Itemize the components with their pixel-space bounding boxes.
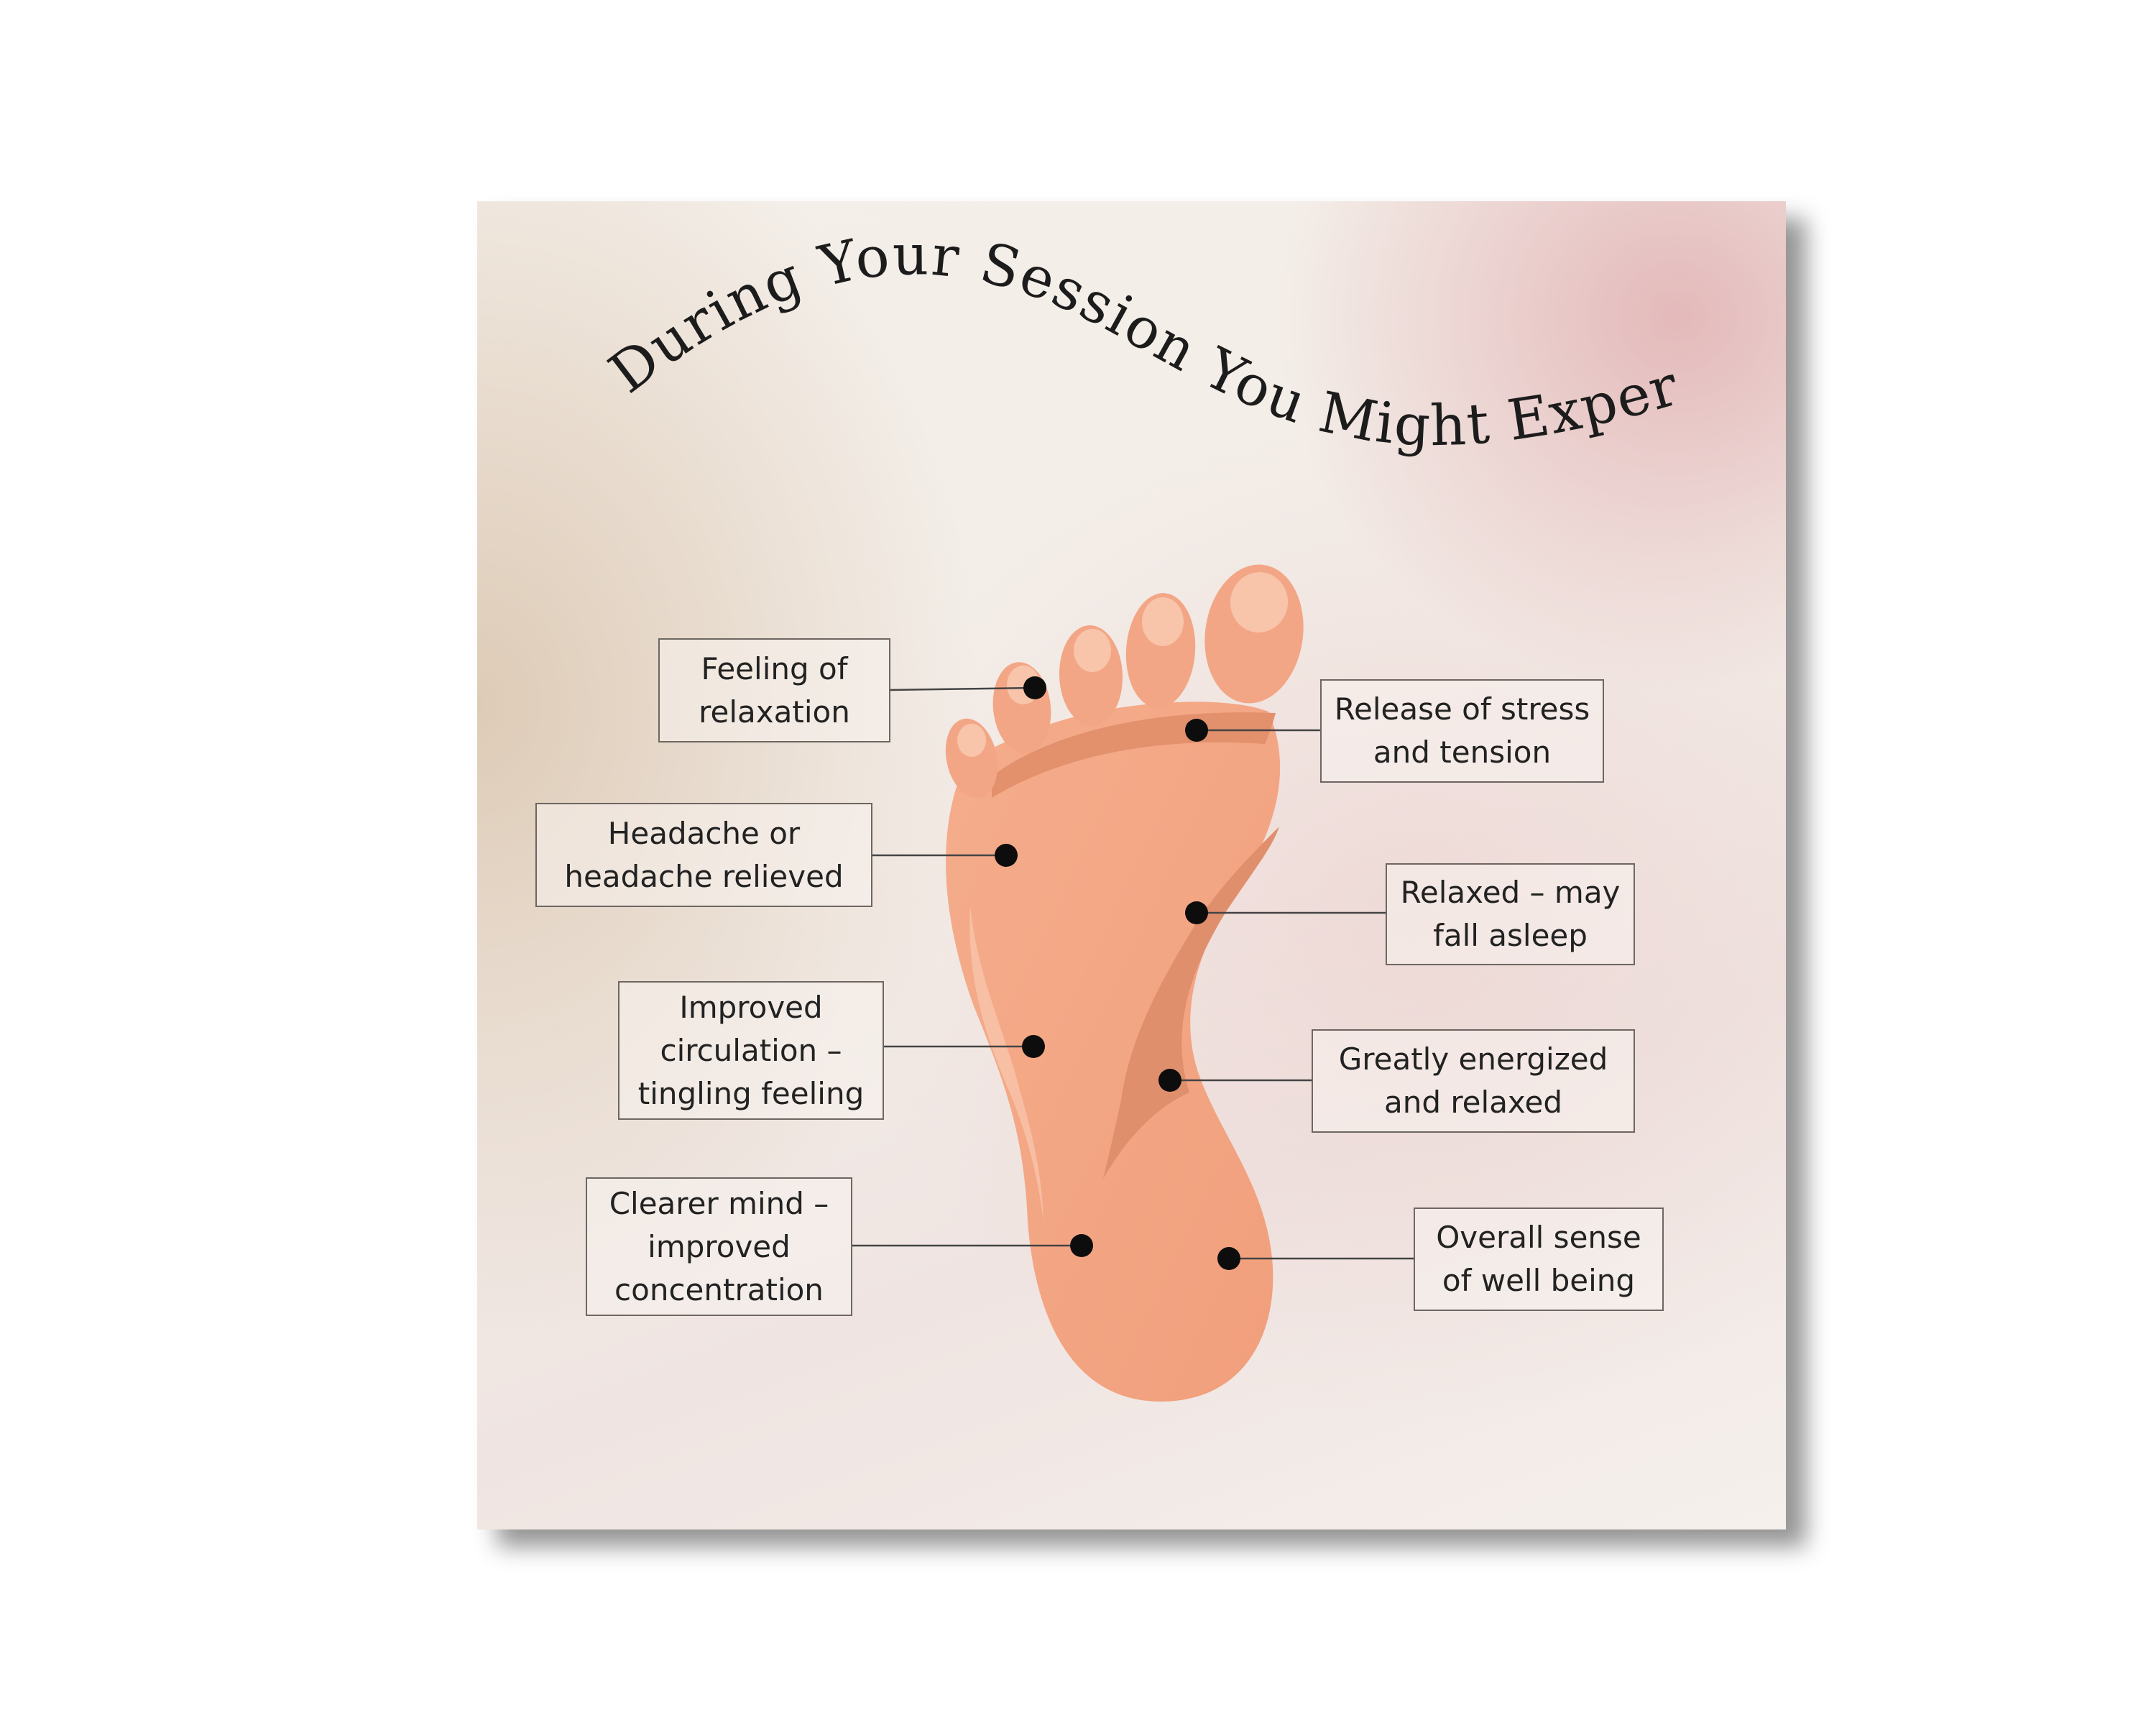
callout-relaxed-fall-asleep: Relaxed – may fall asleep: [1386, 863, 1635, 965]
callout-feeling-of-relaxation: Feeling of relaxation: [658, 638, 890, 742]
callout-greatly-energized: Greatly energized and relaxed: [1312, 1029, 1635, 1133]
callout-improved-circulation: Improved circulation – tingling feeling: [618, 981, 884, 1120]
callout-release-of-stress: Release of stress and tension: [1320, 679, 1604, 783]
callout-clearer-mind: Clearer mind – improved concentration: [586, 1177, 852, 1316]
callout-overall-well-being: Overall sense of well being: [1414, 1208, 1664, 1311]
callout-headache-relieved: Headache or headache relieved: [535, 803, 872, 907]
